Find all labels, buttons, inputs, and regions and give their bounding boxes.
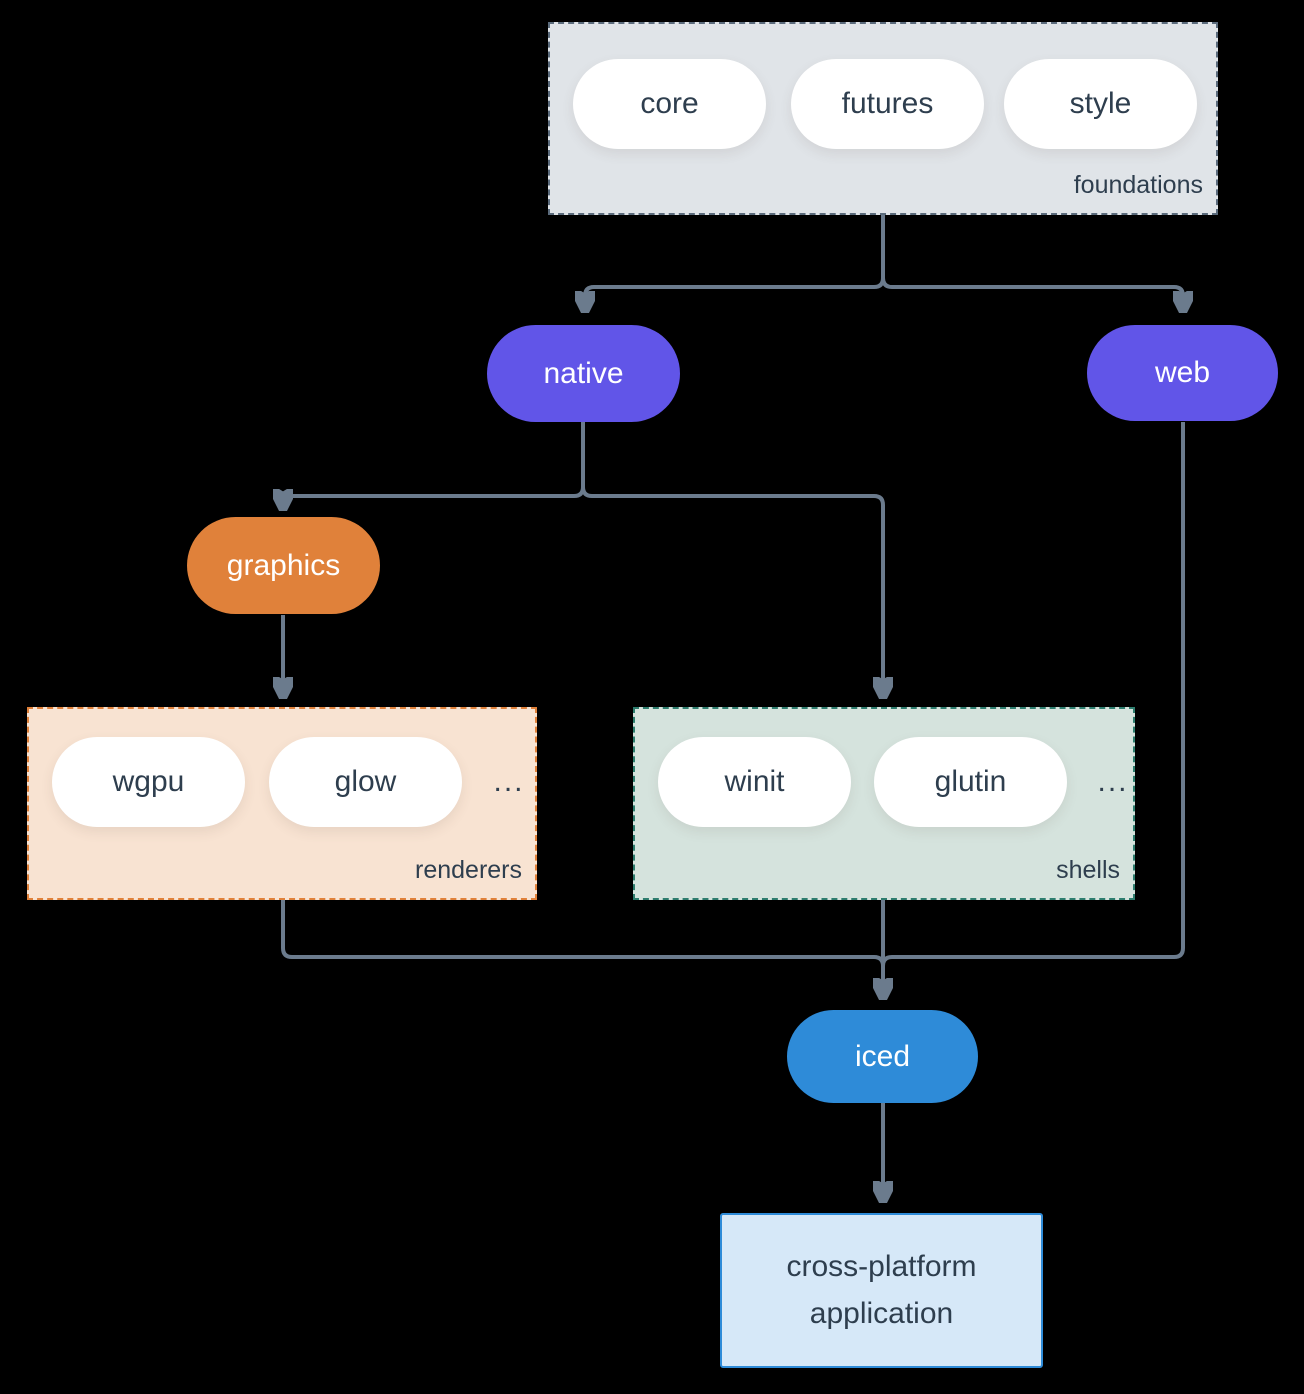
edge-native-shells	[581, 422, 883, 692]
node-wgpu: wgpu	[52, 737, 245, 827]
node-core: core	[573, 59, 766, 149]
node-cross-platform-application: cross-platform application	[720, 1213, 1043, 1368]
edge-foundations-native	[585, 215, 885, 306]
shells-ellipsis: ...	[1097, 765, 1129, 798]
group-shells: winit glutin ... shells	[633, 707, 1135, 900]
node-futures: futures	[791, 59, 984, 149]
node-winit: winit	[658, 737, 851, 827]
node-graphics: graphics	[187, 517, 380, 614]
group-foundations: core futures style foundations	[548, 22, 1218, 215]
group-label-foundations: foundations	[1073, 171, 1203, 199]
node-glutin: glutin	[874, 737, 1067, 827]
node-iced: iced	[787, 1010, 978, 1103]
node-native: native	[487, 325, 680, 422]
group-label-renderers: renderers	[415, 856, 522, 884]
edge-renderers-merge	[281, 900, 885, 967]
node-glow: glow	[269, 737, 462, 827]
group-label-shells: shells	[1056, 856, 1120, 884]
renderers-ellipsis: ...	[493, 765, 525, 798]
edge-native-graphics	[283, 422, 585, 504]
edge-foundations-web	[881, 215, 1183, 306]
node-web: web	[1087, 325, 1278, 421]
group-renderers: wgpu glow ... renderers	[27, 707, 537, 900]
application-label: cross-platform application	[786, 1250, 977, 1330]
node-style: style	[1004, 59, 1197, 149]
